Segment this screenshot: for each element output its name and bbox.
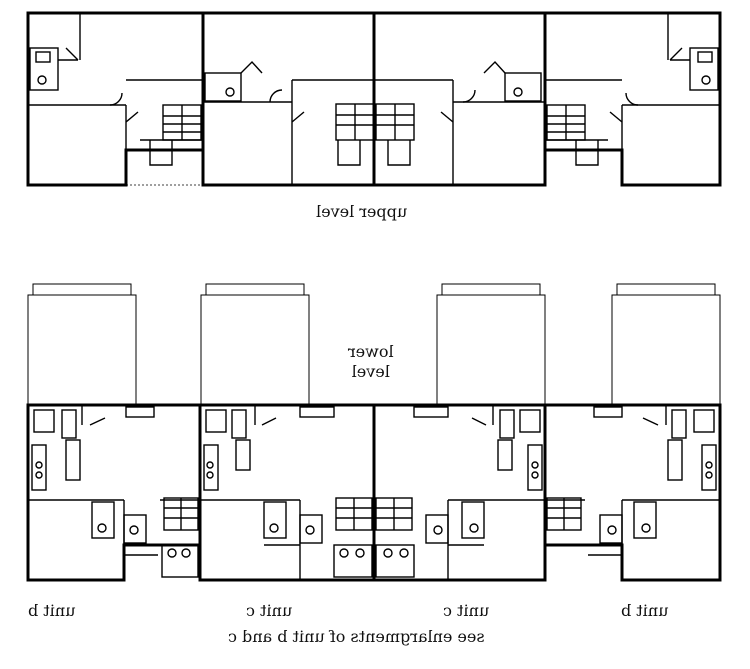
upper-unit-4	[545, 13, 720, 185]
upper-unit-1	[28, 13, 203, 185]
lower-level-plan	[26, 283, 722, 582]
lower-level-label-line1: lower	[348, 342, 394, 361]
upper-level-plan	[26, 11, 722, 187]
garage-outlines	[27, 283, 721, 406]
lower-unit-2	[200, 405, 373, 580]
upper-unit-2	[203, 60, 375, 185]
lower-unit-1	[28, 405, 200, 580]
lower-unit-3	[375, 405, 545, 580]
upper-level-label: upper level	[316, 202, 408, 221]
footnote-label: see enlargments of unit b and c	[228, 627, 485, 646]
unit-label-4: unit b	[621, 601, 669, 620]
lower-level-label: lower level	[348, 342, 394, 382]
upper-unit-3	[374, 60, 545, 185]
lower-level-label-line2: level	[351, 362, 390, 381]
unit-label-3: unit c	[443, 601, 490, 620]
unit-label-2: unit c	[246, 601, 293, 620]
unit-label-1: unit b	[28, 601, 76, 620]
lower-unit-4	[545, 405, 720, 580]
